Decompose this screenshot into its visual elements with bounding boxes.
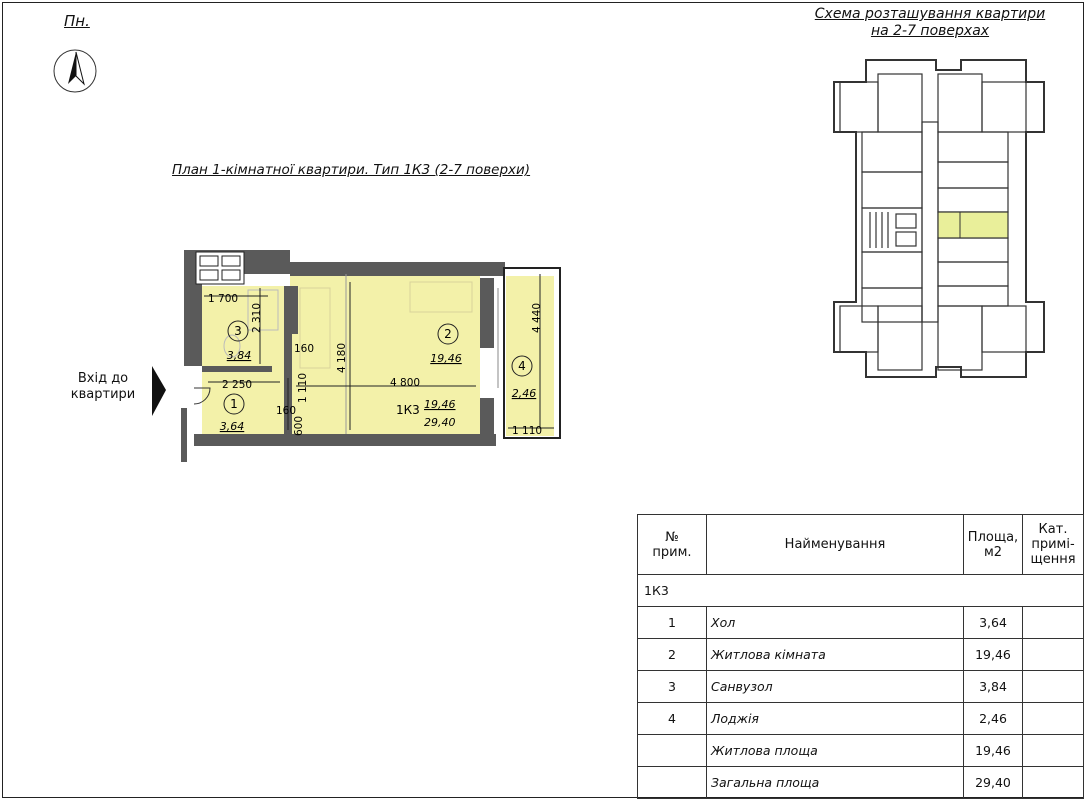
entrance-label: Вхід до квартири (62, 371, 144, 403)
row-category (1022, 766, 1084, 799)
wall-bottom (194, 434, 496, 446)
north-arrow-icon (53, 49, 97, 93)
room-3-number: 3 (234, 324, 242, 338)
room-1-number: 1 (230, 397, 238, 411)
header-text: прим. (652, 544, 692, 560)
header-area: Площа, м2 (963, 514, 1023, 575)
row-number: 3 (637, 670, 707, 703)
building-location-scheme (833, 59, 1045, 378)
room-4-area: 2,46 (512, 387, 537, 400)
row-number (637, 766, 707, 799)
room-4-number: 4 (518, 359, 526, 373)
entrance-label-line-2: квартири (70, 387, 136, 402)
row-area: 19,46 (963, 638, 1023, 671)
table-row: 2 Житлова кімната 19,46 (637, 638, 1084, 671)
table-row: 4 Лоджія 2,46 (637, 702, 1084, 735)
table-row: Житлова площа 19,46 (637, 734, 1084, 767)
row-name: Хол (706, 606, 964, 639)
row-number: 1 (637, 606, 707, 639)
row-area: 2,46 (963, 702, 1023, 735)
dim-label: 4 440 (531, 303, 543, 333)
wall-right-upper (480, 278, 494, 348)
scheme-title-line-2: на 2-7 поверхах (870, 23, 990, 39)
loggia-fill (506, 276, 554, 436)
header-text: Площа, (967, 529, 1019, 545)
north-label: Пн. (64, 12, 90, 30)
room-1-area: 3,64 (220, 420, 245, 433)
header-name: Найменування (706, 514, 964, 575)
table-header-row: № прим. Найменування Площа, м2 Кат. прим… (637, 514, 1084, 575)
scheme-title-line-1: Схема розташування квартири (814, 6, 1046, 22)
header-text: м2 (983, 544, 1003, 560)
row-name: Житлова кімната (706, 638, 964, 671)
row-name: Загальна площа (706, 766, 964, 799)
room-2-area: 19,46 (430, 352, 462, 365)
apartment-living-area: 19,46 (424, 398, 456, 411)
header-text: примі- (1031, 537, 1075, 552)
row-area: 3,64 (963, 606, 1023, 639)
row-area: 29,40 (963, 766, 1023, 799)
dim-label: 160 (276, 405, 296, 417)
wall-top (290, 262, 505, 276)
row-number (637, 734, 707, 767)
row-category (1022, 606, 1084, 639)
header-room-number: № прим. (637, 514, 707, 575)
row-category (1022, 734, 1084, 767)
header-text: № (665, 529, 679, 545)
table-group-row: 1К3 (637, 574, 1084, 607)
plan-title: План 1-кімнатної квартири. Тип 1К3 (2-7 … (172, 162, 531, 178)
dim-label: 600 (293, 416, 305, 436)
table-row: 1 Хол 3,64 (637, 606, 1084, 639)
apartment-code: 1К3 (396, 403, 420, 417)
hall-bath-fill (202, 286, 290, 434)
row-name: Санвузол (706, 670, 964, 703)
dim-label: 2 250 (222, 379, 252, 391)
row-category (1022, 702, 1084, 735)
table-row: Загальна площа 29,40 (637, 766, 1084, 799)
row-name: Житлова площа (706, 734, 964, 767)
room-3-area: 3,84 (227, 349, 252, 362)
entrance-label-line-1: Вхід до (77, 371, 129, 386)
room-2-number: 2 (444, 327, 452, 341)
living-room-fill (290, 276, 480, 436)
row-area: 3,84 (963, 670, 1023, 703)
dim-label: 2 310 (251, 303, 263, 333)
row-category (1022, 638, 1084, 671)
apartment-total-area: 29,40 (424, 416, 456, 429)
entrance-arrow-icon (152, 366, 166, 416)
dim-label: 1 110 (512, 425, 542, 437)
header-text: щення (1030, 552, 1076, 567)
table-row: 3 Санвузол 3,84 (637, 670, 1084, 703)
wall-right-lower (480, 398, 494, 438)
dim-label: 160 (294, 343, 314, 355)
row-number: 4 (637, 702, 707, 735)
dim-label: 4 180 (336, 343, 348, 373)
dim-label: 4 800 (390, 377, 420, 389)
row-name: Лоджія (706, 702, 964, 735)
header-text: Кат. (1038, 522, 1068, 537)
dim-label: 1 700 (208, 293, 238, 305)
row-area: 19,46 (963, 734, 1023, 767)
header-text: Найменування (784, 537, 886, 552)
group-label: 1К3 (637, 574, 1084, 607)
apartment-floor-plan: 3 3,84 2 19,46 1 3,64 4 2,46 1К3 19,46 2… (152, 250, 561, 462)
room-explication-table: № прим. Найменування Площа, м2 Кат. прим… (637, 514, 1084, 799)
row-category (1022, 670, 1084, 703)
highlighted-apartment (937, 211, 1009, 239)
header-category: Кат. примі- щення (1022, 514, 1084, 575)
dim-label: 1 110 (297, 373, 309, 403)
scheme-title: Схема розташування квартири на 2-7 повер… (790, 6, 1070, 40)
row-number: 2 (637, 638, 707, 671)
